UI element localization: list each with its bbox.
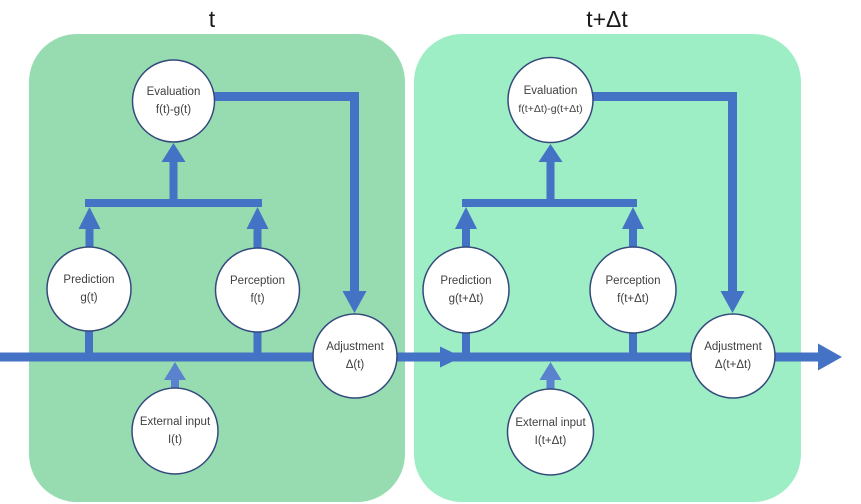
prediction-formula-t2: g(t+Δt) — [449, 293, 484, 305]
node-prediction-t2: Prediction g(t+Δt) — [422, 246, 510, 334]
perception-formula-t: f(t) — [250, 293, 264, 305]
prediction-up-stem-t — [85, 228, 94, 248]
perception-up-arrowhead-t2 — [622, 207, 644, 229]
external-input-label-t: External input — [140, 416, 211, 428]
adjustment-formula-t: Δ(t) — [346, 359, 365, 371]
perception-circle-t2 — [589, 246, 677, 334]
evaluation-arrowhead-t — [161, 143, 186, 162]
evaluation-to-adjustment-vertical-t2 — [728, 92, 737, 292]
external-input-label-t2: External input — [515, 417, 586, 429]
evaluation-stem-t2 — [546, 161, 555, 200]
panel-time-t — [29, 34, 405, 502]
evaluation-formula-t2: f(t+Δt)-g(t+Δt) — [518, 103, 582, 115]
connectors-t-plus-dt — [455, 92, 745, 390]
evaluation-label-t: Evaluation — [147, 86, 201, 98]
prediction-up-arrowhead-t2 — [455, 207, 477, 229]
external-input-formula-t2: I(t+Δt) — [535, 435, 567, 447]
panel-title-t-plus-dt: t+Δt — [586, 6, 628, 32]
adjustment-label-t: Adjustment — [326, 341, 384, 353]
node-adjustment-t: Adjustment Δ(t) — [312, 313, 398, 399]
perception-down-stem-t2 — [629, 332, 637, 354]
evaluation-circle-t2 — [507, 56, 594, 144]
external-input-arrowhead-t2 — [539, 362, 562, 380]
evaluation-to-adjustment-horizontal-t — [214, 92, 359, 101]
external-input-stem-t2 — [546, 379, 555, 390]
node-external-input-t2: External input I(t+Δt) — [506, 388, 595, 476]
perception-circle-t — [214, 247, 301, 333]
prediction-up-stem-t2 — [462, 228, 470, 247]
node-perception-t2: Perception f(t+Δt) — [589, 246, 677, 334]
adjustment-down-arrowhead-t — [342, 291, 367, 313]
perception-label-t: Perception — [230, 275, 285, 287]
node-perception-t: Perception f(t) — [214, 247, 301, 333]
evaluation-label-t2: Evaluation — [524, 85, 578, 97]
prediction-label-t2: Prediction — [440, 275, 491, 287]
prediction-down-stem-t — [85, 330, 93, 354]
external-input-arrowhead-t — [164, 362, 186, 380]
adjustment-label-t2: Adjustment — [704, 341, 762, 353]
prediction-down-stem-t2 — [462, 332, 470, 354]
node-evaluation-t2: Evaluation f(t+Δt)-g(t+Δt) — [507, 56, 594, 144]
evaluation-stem-t — [169, 161, 178, 200]
adjustment-circle-t2 — [690, 313, 776, 399]
prediction-circle-t2 — [422, 246, 510, 334]
prediction-label-t: Prediction — [63, 274, 114, 286]
timeline-arrowhead-mid — [440, 346, 462, 368]
prediction-formula-t: g(t) — [80, 292, 97, 304]
evaluation-formula-t: f(t)-g(t) — [156, 104, 191, 116]
evaluation-arrowhead-t2 — [538, 144, 563, 162]
merge-bar-t2 — [462, 199, 637, 207]
perception-up-arrowhead-t — [246, 207, 269, 229]
external-input-circle-t2 — [506, 388, 595, 476]
prediction-up-arrowhead-t — [78, 207, 101, 229]
evaluation-to-adjustment-vertical-t — [350, 92, 359, 292]
evaluation-to-adjustment-horizontal-t2 — [591, 92, 737, 101]
perception-down-stem-t — [253, 331, 262, 354]
adjustment-circle-t — [312, 313, 398, 399]
node-external-input-t: External input I(t) — [131, 387, 219, 475]
nodes-t: Evaluation f(t)-g(t) Prediction g(t) Per… — [46, 59, 398, 475]
evaluation-circle-t — [131, 59, 216, 143]
timeline-arrowhead-end — [818, 343, 842, 371]
adjustment-formula-t2: Δ(t+Δt) — [715, 359, 751, 371]
perception-label-t2: Perception — [606, 275, 661, 287]
perception-formula-t2: f(t+Δt) — [617, 293, 649, 305]
merge-bar-t — [85, 199, 262, 207]
prediction-circle-t — [46, 246, 132, 332]
external-input-stem-t — [171, 379, 179, 390]
panel-title-t: t — [209, 6, 216, 32]
timeline-line — [0, 352, 820, 362]
connectors-t — [78, 92, 367, 390]
perception-up-stem-t2 — [629, 228, 637, 247]
adjustment-down-arrowhead-t2 — [720, 291, 745, 313]
external-input-circle-t — [131, 387, 219, 475]
nodes-t-plus-dt: Evaluation f(t+Δt)-g(t+Δt) Prediction g(… — [422, 56, 776, 476]
node-evaluation-t: Evaluation f(t)-g(t) — [131, 59, 216, 143]
external-input-formula-t: I(t) — [168, 434, 182, 446]
perception-up-stem-t — [253, 228, 262, 248]
node-prediction-t: Prediction g(t) — [46, 246, 132, 332]
timeline — [0, 343, 842, 371]
node-adjustment-t2: Adjustment Δ(t+Δt) — [690, 313, 776, 399]
